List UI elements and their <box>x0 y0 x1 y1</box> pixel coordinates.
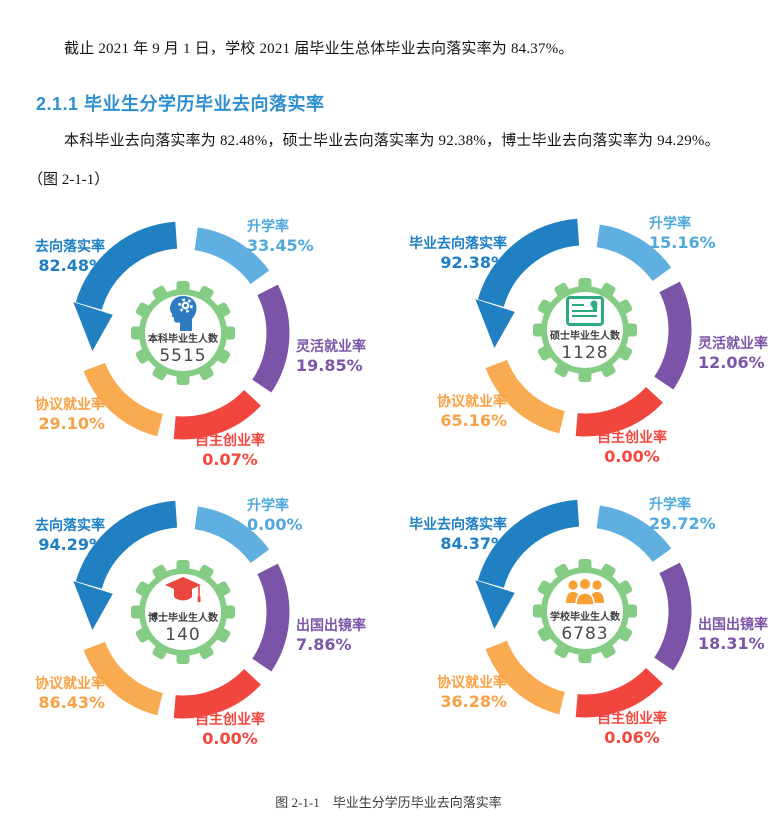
metric-further-study-rate: 升学率 0.00% <box>247 498 303 534</box>
center-label: 本科毕业生人数 <box>148 334 218 345</box>
figure-reference: （图 2-1-1） <box>28 172 110 188</box>
chart-center-text: 学校毕业生人数 6783 <box>515 612 655 644</box>
metric-value: 86.43% <box>38 693 105 712</box>
metric-label: 灵活就业率 <box>698 336 768 352</box>
metric-value: 12.06% <box>698 353 765 372</box>
intro-paragraph: 截止 2021 年 9 月 1 日，学校 2021 届毕业生总体毕业去向落实率为… <box>64 41 574 57</box>
center-label: 硕士毕业生人数 <box>550 331 620 342</box>
chart-doctoral: 博士毕业生人数 140 去向落实率 94.29% 升学率 0.00% 出国出镜率… <box>0 472 378 767</box>
metric-label: 升学率 <box>649 497 691 513</box>
metric-value: 65.16% <box>440 411 507 430</box>
metric-self-employment-rate: 自主创业率 0.00% <box>155 712 305 748</box>
metric-placement-rate: 毕业去向落实率 92.38% <box>357 236 507 272</box>
metric-abroad-rate: 出国出镜率 7.86% <box>296 618 366 654</box>
metric-abroad-rate: 出国出镜率 18.31% <box>698 617 768 653</box>
metric-placement-rate: 毕业去向落实率 84.37% <box>357 517 507 553</box>
metric-value: 36.28% <box>440 692 507 711</box>
chart-master: 硕士毕业生人数 1128 毕业去向落实率 92.38% 升学率 15.16% 灵… <box>400 190 777 485</box>
metric-label: 出国出镜率 <box>296 618 366 634</box>
metric-label: 协议就业率 <box>437 675 507 691</box>
metric-value: 0.06% <box>604 728 660 747</box>
metric-label: 协议就业率 <box>35 676 105 692</box>
metric-contract-employment-rate: 协议就业率 36.28% <box>357 675 507 711</box>
metric-further-study-rate: 升学率 29.72% <box>649 497 716 533</box>
metric-label: 毕业去向落实率 <box>409 236 507 252</box>
certificate-icon <box>566 296 604 326</box>
chart-undergraduate: 本科毕业生人数 5515 去向落实率 82.48% 升学率 33.45% 灵活就… <box>0 193 378 488</box>
metric-contract-employment-rate: 协议就业率 86.43% <box>0 676 105 712</box>
metric-label: 升学率 <box>247 498 289 514</box>
metric-value: 7.86% <box>296 635 352 654</box>
metric-label: 协议就业率 <box>35 397 105 413</box>
head-gear-icon <box>168 295 198 332</box>
metric-self-employment-rate: 自主创业率 0.00% <box>557 430 707 466</box>
metric-value: 82.48% <box>38 256 105 275</box>
center-label: 学校毕业生人数 <box>550 612 620 623</box>
chart-center-text: 硕士毕业生人数 1128 <box>515 331 655 363</box>
metric-value: 33.45% <box>247 236 314 255</box>
metric-value: 18.31% <box>698 634 765 653</box>
graduation-cap-icon <box>164 576 202 604</box>
metric-value: 15.16% <box>649 233 716 252</box>
metric-flexible-employment-rate: 灵活就业率 12.06% <box>698 336 768 372</box>
metric-label: 出国出镜率 <box>698 617 768 633</box>
metric-label: 升学率 <box>247 219 289 235</box>
metric-label: 自主创业率 <box>195 712 265 728</box>
section-heading: 2.1.1 毕业生分学历毕业去向落实率 <box>36 94 325 114</box>
metric-value: 29.10% <box>38 414 105 433</box>
center-value: 1128 <box>561 343 609 363</box>
body-paragraph: 本科毕业去向落实率为 82.48%，硕士毕业去向落实率为 92.38%，博士毕业… <box>64 133 720 149</box>
metric-label: 毕业去向落实率 <box>409 517 507 533</box>
metric-value: 19.85% <box>296 356 363 375</box>
metric-flexible-employment-rate: 灵活就业率 19.85% <box>296 339 366 375</box>
metric-self-employment-rate: 自主创业率 0.07% <box>155 433 305 469</box>
center-value: 140 <box>165 625 201 645</box>
metric-value: 0.07% <box>202 450 258 469</box>
metric-label: 协议就业率 <box>437 394 507 410</box>
center-value: 5515 <box>159 346 207 366</box>
metric-label: 自主创业率 <box>195 433 265 449</box>
metric-self-employment-rate: 自主创业率 0.06% <box>557 711 707 747</box>
metric-value: 0.00% <box>247 515 303 534</box>
metric-value: 84.37% <box>440 534 507 553</box>
center-value: 6783 <box>561 624 609 644</box>
metric-label: 自主创业率 <box>597 711 667 727</box>
chart-center-text: 博士毕业生人数 140 <box>113 613 253 645</box>
metric-label: 去向落实率 <box>35 239 105 255</box>
metric-contract-employment-rate: 协议就业率 65.16% <box>357 394 507 430</box>
metric-further-study-rate: 升学率 15.16% <box>649 216 716 252</box>
metric-label: 升学率 <box>649 216 691 232</box>
metric-further-study-rate: 升学率 33.45% <box>247 219 314 255</box>
metric-label: 去向落实率 <box>35 518 105 534</box>
metric-value: 92.38% <box>440 253 507 272</box>
metric-placement-rate: 去向落实率 94.29% <box>0 518 105 554</box>
metric-placement-rate: 去向落实率 82.48% <box>0 239 105 275</box>
metric-contract-employment-rate: 协议就业率 29.10% <box>0 397 105 433</box>
people-group-icon <box>565 577 605 606</box>
chart-school-total: 学校毕业生人数 6783 毕业去向落实率 84.37% 升学率 29.72% 出… <box>400 471 777 766</box>
metric-label: 灵活就业率 <box>296 339 366 355</box>
center-label: 博士毕业生人数 <box>148 613 218 624</box>
metric-value: 94.29% <box>38 535 105 554</box>
chart-center-text: 本科毕业生人数 5515 <box>113 334 253 366</box>
metric-value: 0.00% <box>604 447 660 466</box>
metric-label: 自主创业率 <box>597 430 667 446</box>
figure-caption: 图 2-1-1 毕业生分学历毕业去向落实率 <box>275 795 502 810</box>
metric-value: 29.72% <box>649 514 716 533</box>
metric-value: 0.00% <box>202 729 258 748</box>
